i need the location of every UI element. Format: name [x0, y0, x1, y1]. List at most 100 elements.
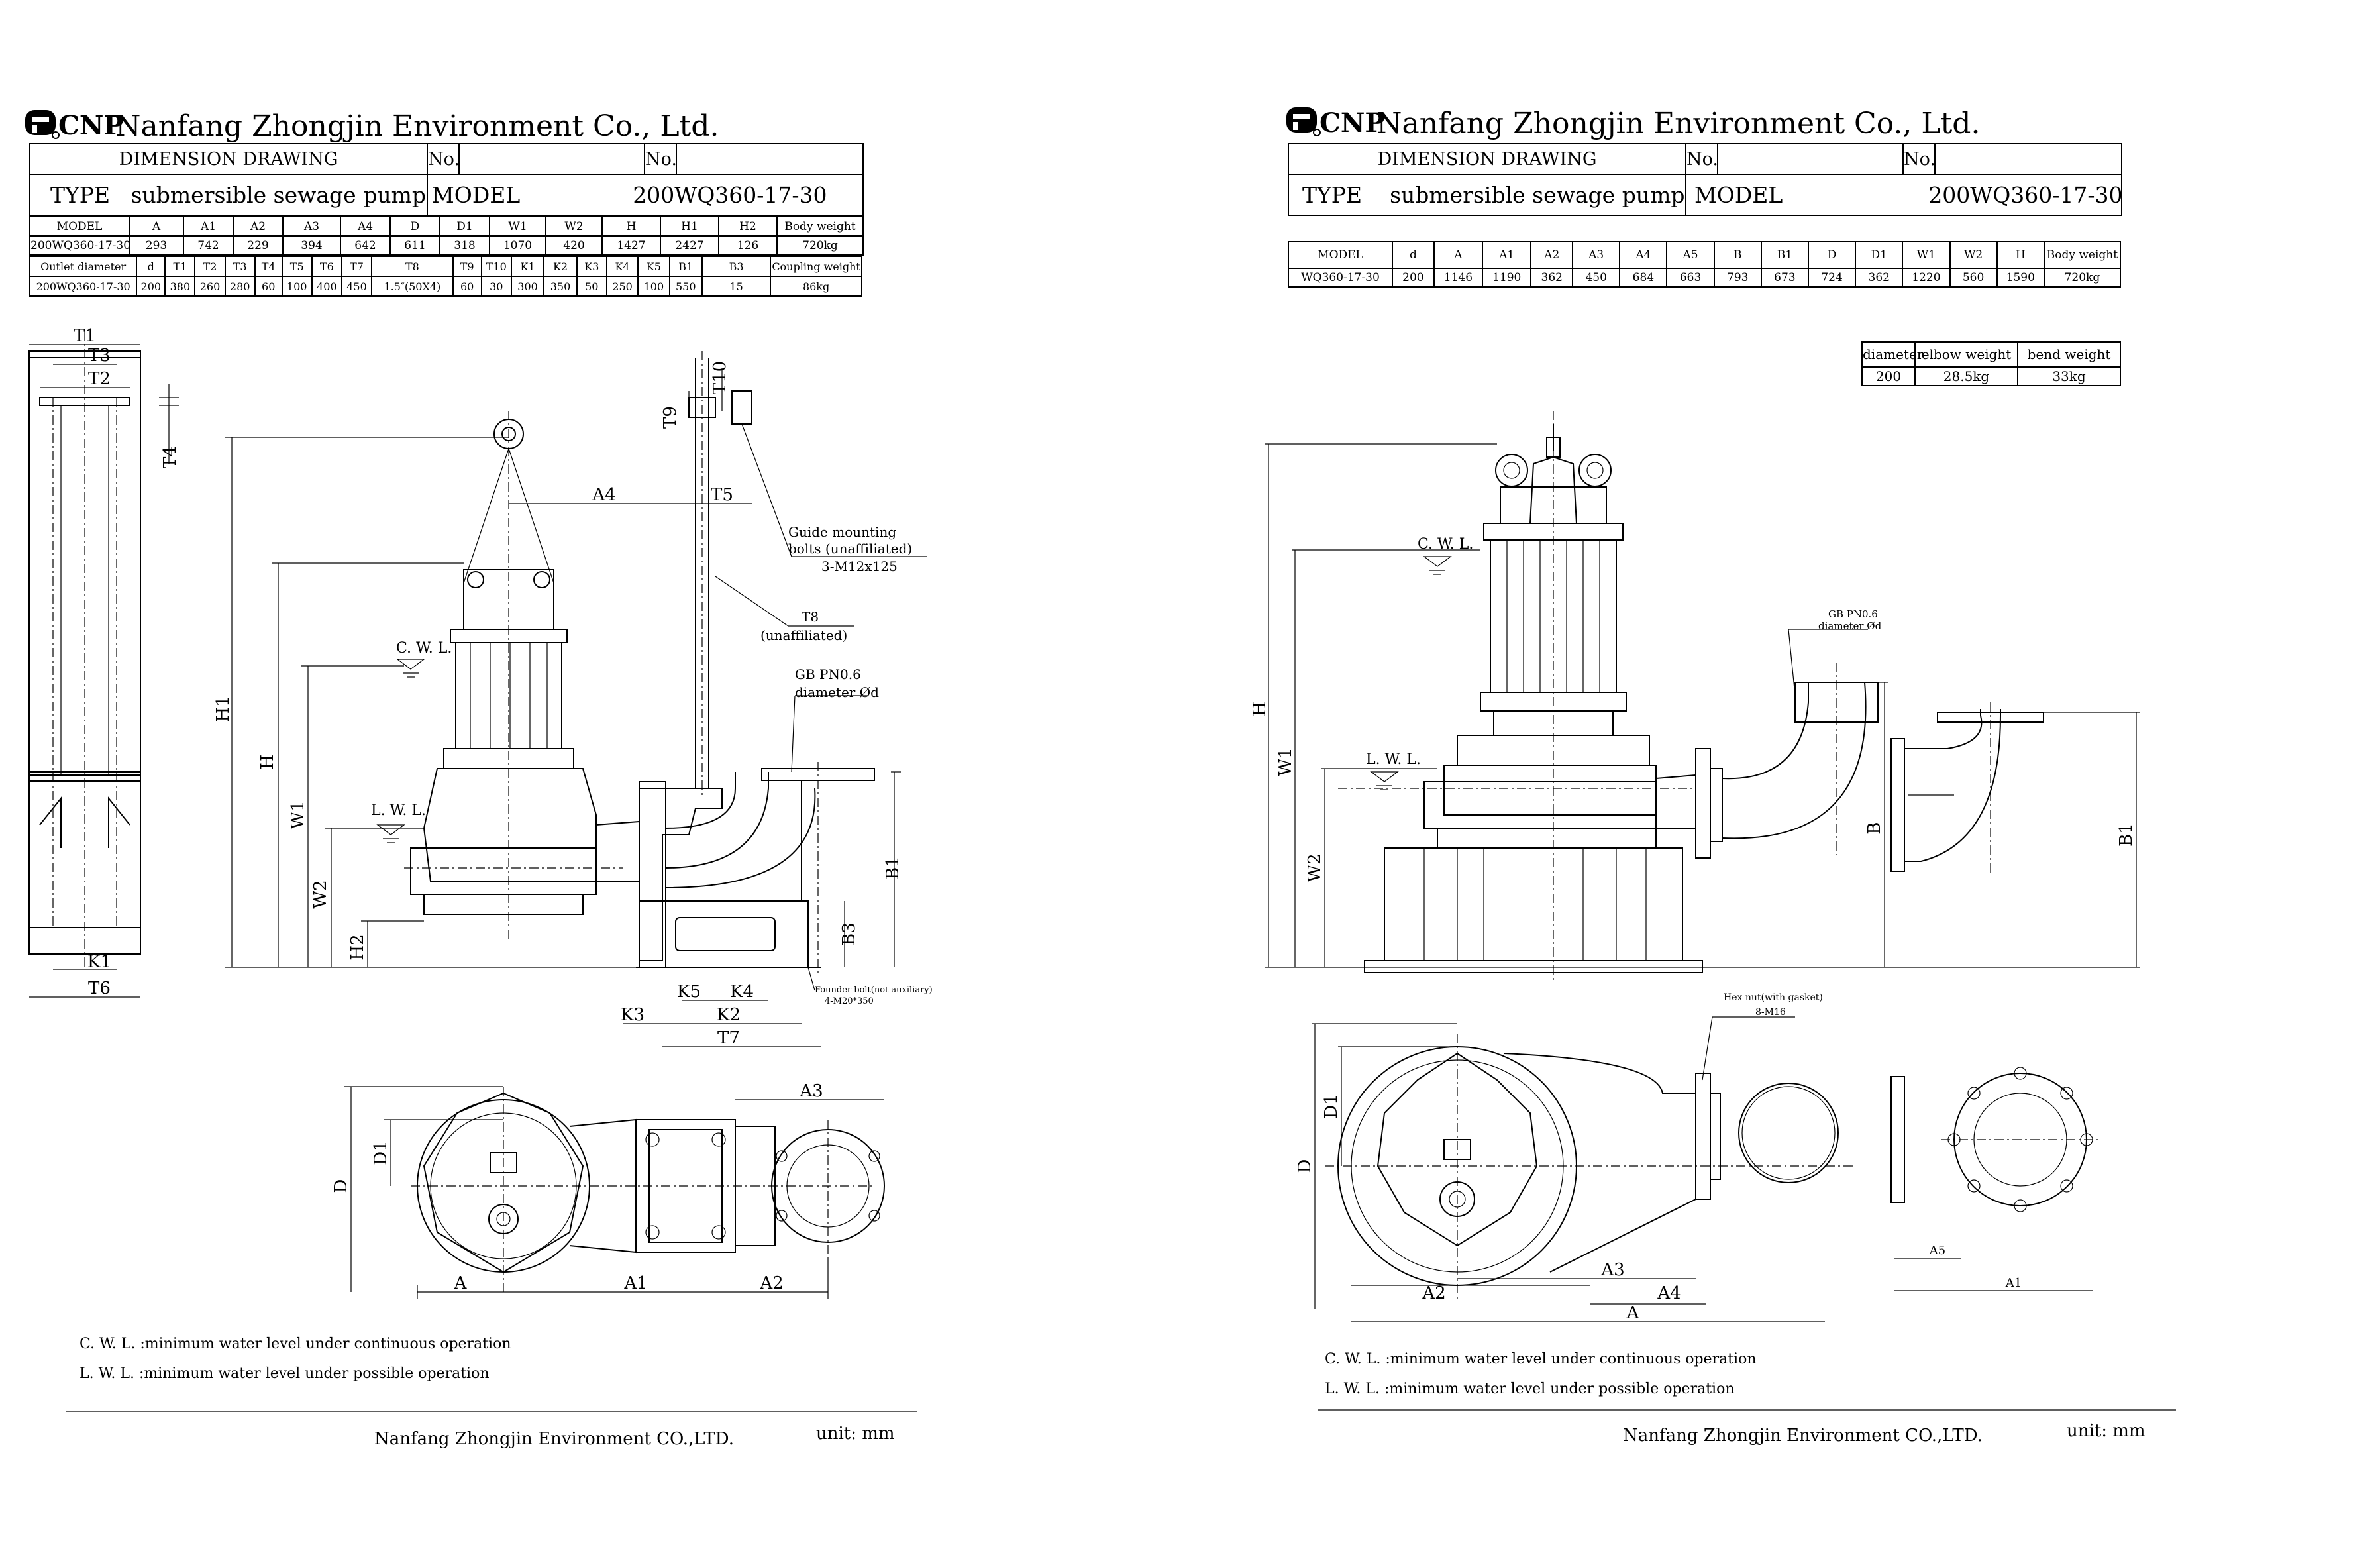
plan-dimensions [344, 1086, 884, 1299]
table1-header-cell-13: Body weight [776, 216, 864, 237]
dim-W2: W2 [311, 880, 331, 908]
t8-label: T8 [802, 609, 819, 625]
table2-value-cell-11: 30 [480, 276, 512, 297]
table2-header-cell-15: K4 [605, 256, 639, 277]
no-value [1717, 143, 1904, 175]
table2-value-cell-3: 260 [194, 276, 226, 297]
dim-W1: W1 [288, 800, 308, 829]
table1-value-cell-2: 742 [183, 235, 234, 256]
table2-header-cell-1: d [136, 256, 166, 277]
table2-header-cell-10: T9 [452, 256, 482, 277]
outlet-elbow-view [1655, 663, 1879, 859]
dim-table-header-cell-8: B [1713, 241, 1762, 269]
dim-K2: K2 [717, 1005, 741, 1025]
lwl-label: L. W. L. [371, 802, 426, 819]
note-lwl: L. W. L. :minimum water level under poss… [79, 1365, 490, 1382]
dim-T2: T2 [88, 369, 111, 389]
dim-D1: D1 [1321, 1094, 1341, 1118]
dim-W2: W2 [1305, 853, 1325, 882]
unit-label: unit: mm [2067, 1421, 2146, 1441]
table1-value-cell-7: 318 [439, 235, 490, 256]
elbow-table-header-cell-2: bend weight [2017, 341, 2121, 368]
table2-value-cell-17: 550 [668, 276, 703, 297]
table2-value-cell-7: 400 [311, 276, 342, 297]
table2-header-cell-0: Outlet diameter [28, 256, 138, 277]
cnp-logo-icon [1286, 107, 1321, 136]
dim-B3: B3 [839, 922, 859, 946]
table2-header-cell-17: B1 [668, 256, 703, 277]
left-title-block: DIMENSION DRAWING No. No. TYPE submersib… [29, 143, 864, 216]
logo-text: CNP [58, 110, 123, 141]
unit-label: unit: mm [816, 1424, 895, 1444]
dim-table-header-cell-2: A [1433, 241, 1484, 269]
company-title: Nanfang Zhongjin Environment Co., Ltd. [115, 109, 719, 143]
table1-value-cell-0: 200WQ360-17-30 [29, 235, 130, 256]
table2-value-cell-6: 100 [281, 276, 313, 297]
table1-value-cell-3: 229 [233, 235, 284, 256]
dim-A4: A4 [1657, 1283, 1681, 1303]
dim-table-header-cell-1: d [1392, 241, 1435, 269]
dim-table-header-cell-5: A3 [1572, 241, 1621, 269]
dim-H2: H2 [348, 934, 368, 960]
table2-value-cell-9: 1.5″(50X4) [371, 276, 454, 297]
table1-value-cell-6: 611 [389, 235, 440, 256]
hex-nut-note-2: 8-M16 [1755, 1007, 1786, 1018]
table1-header-cell-9: W2 [545, 216, 603, 237]
dim-table-value-cell-9: 673 [1760, 268, 1809, 288]
table2-header-cell-12: K1 [510, 256, 545, 277]
table2-header-cell-4: T3 [224, 256, 256, 277]
table2-header-cell-13: K2 [543, 256, 578, 277]
logo-text: CNP [1319, 107, 1384, 138]
no-label-2: No. [644, 143, 677, 175]
pump-plan-view [1325, 1034, 1855, 1299]
cnp-logo-icon [25, 110, 60, 139]
table2-value-cell-12: 300 [510, 276, 545, 297]
drawing-label: DIMENSION DRAWING [29, 143, 428, 175]
table1-header-cell-10: H [601, 216, 661, 237]
dim-K3: K3 [621, 1005, 645, 1025]
dim-table-header-cell-14: H [1996, 241, 2045, 269]
table1-header-cell-12: H2 [718, 216, 778, 237]
dim-table-header-cell-10: D [1807, 241, 1857, 269]
table1-value-cell-12: 126 [718, 235, 778, 256]
dim-T9: T9 [660, 406, 680, 429]
dim-K1: K1 [87, 952, 111, 972]
dim-table-header-cell-11: D1 [1855, 241, 1904, 269]
cwl-marker [396, 659, 425, 678]
dim-table-header-cell-9: B1 [1760, 241, 1809, 269]
elevation-dimensions [1265, 443, 2140, 968]
table2-header-cell-2: T1 [164, 256, 196, 277]
type-label: TYPE [50, 182, 111, 208]
dim-T3: T3 [88, 346, 111, 366]
dim-T1: T1 [74, 326, 96, 346]
table1-value-cell-4: 394 [282, 235, 341, 256]
dim-A3: A3 [1600, 1260, 1624, 1280]
gb-flange-note-2: diameter Ød [1818, 620, 1882, 632]
dim-A4: A4 [592, 485, 615, 505]
model-value: 200WQ360-17-30 [1928, 182, 2123, 208]
dim-T10: T10 [710, 361, 730, 394]
dim-W1: W1 [1276, 747, 1296, 776]
table2-value-cell-5: 60 [254, 276, 283, 297]
table2-header-cell-11: T10 [480, 256, 512, 277]
elbow-table-header-cell-0: diameter [1861, 341, 1923, 368]
dim-B: B [1865, 822, 1885, 834]
dim-T7: T7 [717, 1028, 740, 1048]
dim-table-header-cell-4: A2 [1530, 241, 1574, 269]
dim-T5: T5 [711, 485, 733, 505]
side-flange-plan-view [1890, 1067, 2100, 1212]
table1-value-cell-11: 2427 [660, 235, 719, 256]
table1-header-cell-6: D [389, 216, 440, 237]
dim-T4: T4 [160, 446, 180, 468]
dim-table-value-cell-2: 1146 [1433, 268, 1484, 288]
dim-table-value-cell-5: 450 [1572, 268, 1621, 288]
guide-bolts-note-2: bolts (unaffiliated) [788, 541, 912, 557]
table2-value-cell-15: 250 [605, 276, 639, 297]
dim-table-value-cell-3: 1190 [1482, 268, 1532, 288]
dim-H1: H1 [213, 696, 233, 721]
dim-table-value-cell-11: 362 [1855, 268, 1904, 288]
